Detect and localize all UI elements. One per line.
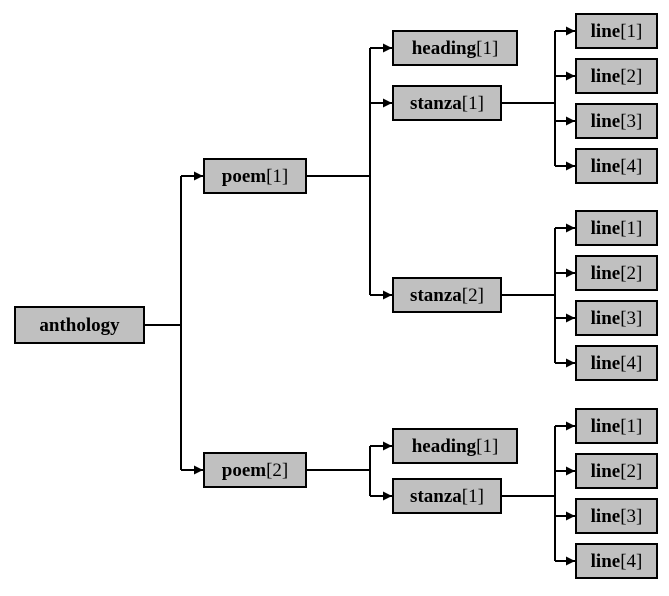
node-label-name: line	[590, 460, 621, 482]
node-s3line1[interactable]: line[1]	[575, 408, 658, 444]
node-s3line2[interactable]: line[2]	[575, 453, 658, 489]
node-label-index: [2]	[620, 262, 643, 284]
node-p2heading1[interactable]: heading[1]	[392, 428, 518, 464]
node-label-index: [1]	[461, 92, 484, 114]
node-s1line1[interactable]: line[1]	[575, 13, 658, 49]
node-label-name: line	[590, 155, 621, 177]
arrowhead-anthology-to-poem2	[194, 465, 203, 475]
arrowhead-anthology-to-poem1	[194, 171, 203, 181]
node-label-name: anthology	[39, 314, 120, 336]
node-label-index: [2]	[620, 65, 643, 87]
node-label-index: [4]	[620, 155, 643, 177]
node-label-index: [4]	[620, 352, 643, 374]
arrowhead-p1stanza2-to-s2line3	[566, 313, 575, 323]
node-s2line4[interactable]: line[4]	[575, 345, 658, 381]
node-label-index: [1]	[620, 415, 643, 437]
node-s1line4[interactable]: line[4]	[575, 148, 658, 184]
node-s2line2[interactable]: line[2]	[575, 255, 658, 291]
node-label-name: line	[590, 20, 621, 42]
arrowhead-poem2-to-p2stanza1	[383, 491, 392, 501]
node-label-name: poem	[221, 165, 267, 187]
node-label-index: [4]	[620, 550, 643, 572]
node-p2stanza1[interactable]: stanza[1]	[392, 478, 502, 514]
node-label-name: stanza	[410, 284, 462, 306]
arrowhead-p1stanza1-to-s1line3	[566, 116, 575, 126]
node-p1stanza1[interactable]: stanza[1]	[392, 85, 502, 121]
node-label-name: poem	[221, 459, 267, 481]
node-label-index: [1]	[461, 485, 484, 507]
node-label-name: line	[590, 352, 621, 374]
node-p1heading1[interactable]: heading[1]	[392, 30, 518, 66]
arrowhead-poem1-to-p1heading1	[383, 43, 392, 53]
node-label-name: heading	[411, 435, 477, 457]
arrowhead-p1stanza2-to-s2line2	[566, 268, 575, 278]
node-label-name: line	[590, 262, 621, 284]
node-label-name: line	[590, 505, 621, 527]
node-s1line3[interactable]: line[3]	[575, 103, 658, 139]
node-label-index: [2]	[266, 459, 289, 481]
node-label-name: stanza	[410, 92, 462, 114]
node-label-name: stanza	[410, 485, 462, 507]
node-poem1[interactable]: poem[1]	[203, 158, 307, 194]
node-label-name: line	[590, 65, 621, 87]
node-anthology[interactable]: anthology	[14, 306, 145, 344]
arrowhead-p1stanza2-to-s2line4	[566, 358, 575, 368]
node-label-name: line	[590, 550, 621, 572]
arrowhead-p2stanza1-to-s3line1	[566, 421, 575, 431]
node-label-name: line	[590, 217, 621, 239]
node-label-index: [1]	[476, 435, 499, 457]
node-label-name: line	[590, 307, 621, 329]
arrowhead-p2stanza1-to-s3line4	[566, 556, 575, 566]
node-label-index: [1]	[266, 165, 289, 187]
arrowhead-p1stanza1-to-s1line1	[566, 26, 575, 36]
node-p1stanza2[interactable]: stanza[2]	[392, 277, 502, 313]
node-s3line3[interactable]: line[3]	[575, 498, 658, 534]
arrowhead-p2stanza1-to-s3line2	[566, 466, 575, 476]
node-label-index: [1]	[620, 217, 643, 239]
node-label-name: heading	[411, 37, 477, 59]
node-label-index: [3]	[620, 110, 643, 132]
node-label-index: [2]	[620, 460, 643, 482]
arrowhead-poem1-to-p1stanza2	[383, 290, 392, 300]
arrowhead-poem1-to-p1stanza1	[383, 98, 392, 108]
node-label-index: [2]	[461, 284, 484, 306]
arrowhead-poem2-to-p2heading1	[383, 441, 392, 451]
node-label-index: [1]	[620, 20, 643, 42]
arrowhead-p1stanza2-to-s2line1	[566, 223, 575, 233]
node-label-name: line	[590, 415, 621, 437]
arrowhead-p1stanza1-to-s1line4	[566, 161, 575, 171]
node-label-index: [1]	[476, 37, 499, 59]
node-label-index: [3]	[620, 307, 643, 329]
arrowhead-p2stanza1-to-s3line3	[566, 511, 575, 521]
node-poem2[interactable]: poem[2]	[203, 452, 307, 488]
node-s3line4[interactable]: line[4]	[575, 543, 658, 579]
node-s2line1[interactable]: line[1]	[575, 210, 658, 246]
arrowhead-p1stanza1-to-s1line2	[566, 71, 575, 81]
node-label-index: [3]	[620, 505, 643, 527]
node-s1line2[interactable]: line[2]	[575, 58, 658, 94]
node-s2line3[interactable]: line[3]	[575, 300, 658, 336]
node-label-name: line	[590, 110, 621, 132]
